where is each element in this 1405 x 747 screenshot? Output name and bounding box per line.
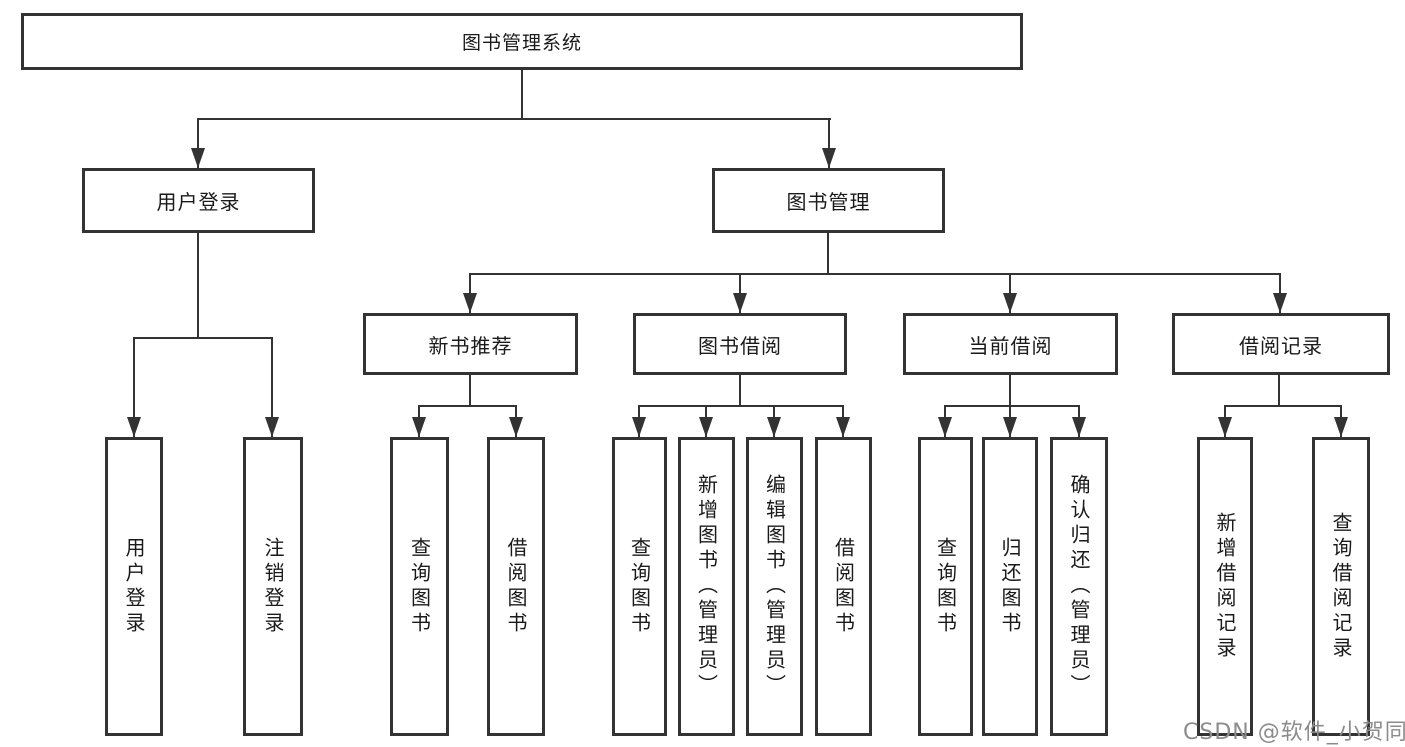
- node-borrow-records-label: 借阅记录: [1239, 333, 1323, 358]
- node-new-book-recommend-label: 新书推荐: [428, 333, 513, 358]
- leaf-edit-books-admin: 编辑图书（管理员）: [746, 437, 803, 736]
- node-current-borrowing: 当前借阅: [903, 313, 1118, 375]
- arrowhead-down-icon: [1003, 293, 1017, 313]
- leaf-query-books-borrowing-label: 查询图书: [627, 536, 652, 637]
- arrowhead-down-icon: [699, 417, 713, 437]
- leaf-user-login-label: 用户登录: [122, 536, 146, 637]
- connector-vline: [133, 337, 135, 437]
- leaf-confirm-return-admin-label: 确认归还（管理员）: [1067, 474, 1091, 699]
- leaf-borrow-books-label: 借阅图书: [831, 536, 856, 637]
- leaf-logout-label: 注销登录: [261, 536, 285, 637]
- connector-hline: [944, 405, 1080, 407]
- watermark: CSDN @软件_小贺同学: [1183, 720, 1405, 745]
- connector-hline: [638, 405, 844, 407]
- leaf-query-books-borrowing: 查询图书: [612, 437, 667, 736]
- arrowhead-down-icon: [938, 417, 952, 437]
- connector-vline: [827, 233, 829, 274]
- arrowhead-down-icon: [1334, 417, 1348, 437]
- node-user-login-label: 用户登录: [156, 190, 241, 214]
- node-root: 图书管理系统: [21, 13, 1023, 70]
- leaf-logout: 注销登录: [243, 437, 303, 736]
- connector-hline: [197, 118, 831, 120]
- leaf-add-borrow-record: 新增借阅记录: [1197, 437, 1253, 736]
- connector-hline: [469, 273, 1281, 275]
- leaf-query-books-current: 查询图书: [918, 437, 973, 736]
- connector-hline: [1224, 405, 1342, 407]
- leaf-borrow-books: 借阅图书: [815, 437, 872, 736]
- arrowhead-down-icon: [822, 148, 836, 168]
- leaf-user-login: 用户登录: [105, 437, 163, 736]
- connector-hline: [418, 405, 517, 407]
- leaf-borrow-books-recommend-label: 借阅图书: [504, 536, 528, 637]
- leaf-add-books-admin: 新增图书（管理员）: [678, 437, 735, 736]
- connector-vline: [828, 118, 830, 168]
- connector-vline: [271, 337, 273, 437]
- connector-vline: [197, 233, 199, 338]
- connector-vline: [197, 118, 199, 168]
- leaf-edit-books-admin-label: 编辑图书（管理员）: [762, 474, 787, 699]
- leaf-add-books-admin-label: 新增图书（管理员）: [694, 474, 719, 699]
- leaf-borrow-books-recommend: 借阅图书: [487, 437, 545, 736]
- arrowhead-down-icon: [1273, 293, 1287, 313]
- connector-vline: [469, 375, 471, 406]
- leaf-query-books-current-label: 查询图书: [933, 536, 958, 637]
- arrowhead-down-icon: [191, 148, 205, 168]
- leaf-add-borrow-record-label: 新增借阅记录: [1213, 511, 1237, 662]
- node-current-borrowing-label: 当前借阅: [968, 333, 1053, 358]
- arrowhead-down-icon: [509, 417, 523, 437]
- node-book-management-label: 图书管理: [786, 190, 871, 214]
- connector-vline: [1009, 375, 1011, 406]
- arrowhead-down-icon: [836, 417, 850, 437]
- leaf-return-books-label: 归还图书: [998, 536, 1022, 637]
- connector-vline: [739, 375, 741, 406]
- arrowhead-down-icon: [265, 417, 279, 437]
- node-user-login: 用户登录: [82, 168, 315, 233]
- arrowhead-down-icon: [1003, 417, 1017, 437]
- arrowhead-down-icon: [127, 417, 141, 437]
- node-book-management: 图书管理: [712, 168, 945, 233]
- arrowhead-down-icon: [1218, 417, 1232, 437]
- node-book-borrowing: 图书借阅: [633, 313, 847, 375]
- leaf-query-books-recommend: 查询图书: [390, 437, 449, 736]
- leaf-query-books-recommend-label: 查询图书: [407, 536, 432, 637]
- arrowhead-down-icon: [733, 293, 747, 313]
- node-book-borrowing-label: 图书借阅: [698, 333, 782, 358]
- node-borrow-records: 借阅记录: [1172, 313, 1390, 375]
- arrowhead-down-icon: [412, 417, 426, 437]
- arrowhead-down-icon: [632, 417, 646, 437]
- connector-hline: [133, 337, 273, 339]
- leaf-return-books: 归还图书: [982, 437, 1038, 736]
- leaf-confirm-return-admin: 确认归还（管理员）: [1050, 437, 1108, 736]
- arrowhead-down-icon: [463, 293, 477, 313]
- node-new-book-recommend: 新书推荐: [363, 313, 578, 375]
- leaf-query-borrow-record: 查询借阅记录: [1312, 437, 1370, 736]
- arrowhead-down-icon: [1072, 417, 1086, 437]
- arrowhead-down-icon: [767, 417, 781, 437]
- connector-vline: [1278, 375, 1280, 406]
- connector-vline: [521, 70, 523, 119]
- leaf-query-borrow-record-label: 查询借阅记录: [1329, 511, 1353, 662]
- node-root-label: 图书管理系统: [461, 32, 582, 54]
